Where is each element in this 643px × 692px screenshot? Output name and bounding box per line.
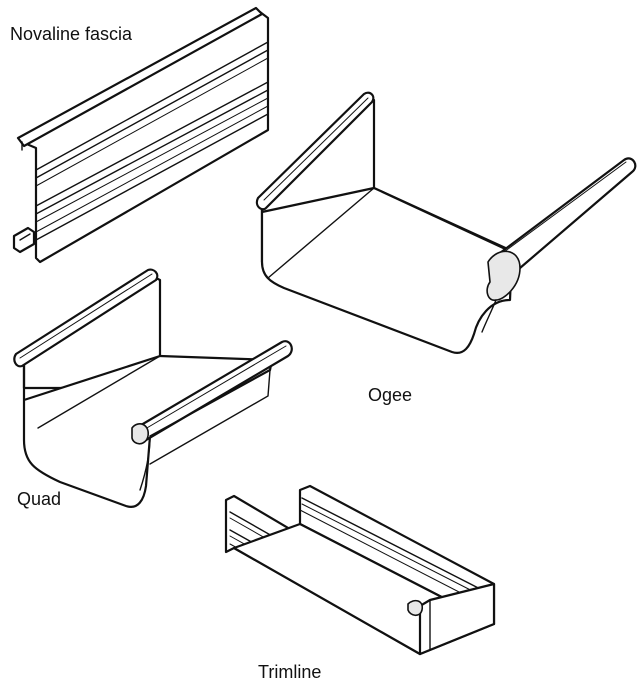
trimline-drawing [224, 484, 496, 656]
novaline-fascia-label: Novaline fascia [10, 24, 133, 44]
quad-drawing [13, 268, 293, 508]
ogee-drawing [255, 91, 637, 354]
novaline-fascia-drawing [12, 6, 270, 264]
trimline-label: Trimline [258, 662, 322, 682]
quad-label: Quad [17, 489, 62, 509]
ogee-label: Ogee [368, 385, 413, 405]
